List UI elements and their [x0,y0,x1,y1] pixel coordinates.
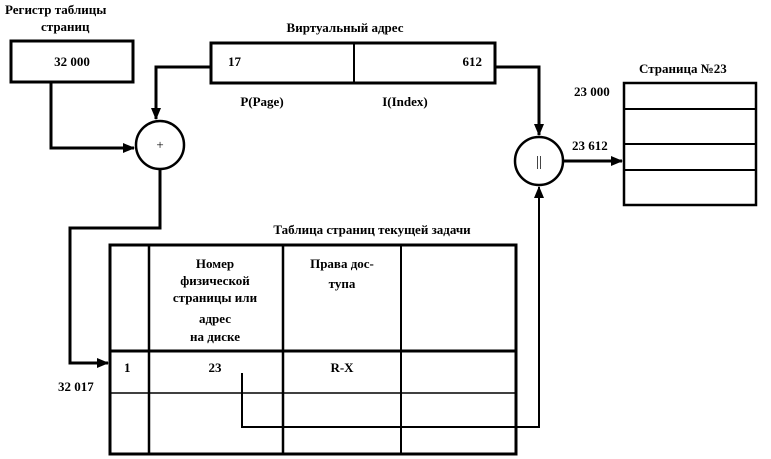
header-frame-line: Номер [196,256,234,271]
concatenation: || [513,135,565,187]
row-frame-number: 23 [209,360,223,375]
frame-to-concat-arrow [241,186,544,428]
page-target-address: 23 612 [572,138,608,153]
adder-to-table-arrow [68,169,162,368]
page-table-register: Регистр таблицы страниц 32 000 [5,2,135,84]
row-access-rights: R-X [330,360,354,375]
entry-address: 32 017 [58,379,94,394]
header-frame-line: адрес [199,311,231,326]
virtual-address-title: Виртуальный адрес [287,20,404,35]
register-title-line1: Регистр таблицы [5,2,106,17]
row-index: 1 [124,360,131,375]
page-table-title: Таблица страниц текущей задачи [273,222,471,237]
adder: + [134,119,186,171]
page-field-value: 17 [228,54,242,69]
register-to-adder-arrow [49,82,135,153]
header-access-line: тупа [329,276,356,291]
header-frame-line: физической [180,273,250,288]
virtual-address: Виртуальный адрес 17 612 P(Page) I(Index… [209,20,497,109]
physical-page: Страница №23 23 000 23 612 [572,61,758,207]
page-field-label: P(Page) [240,94,283,109]
register-box [9,39,135,84]
header-access-line: Права дос- [310,256,374,271]
page-title: Страница №23 [639,61,727,76]
page-start-address: 23 000 [574,84,610,99]
register-value: 32 000 [54,54,90,69]
page-to-adder-arrow [151,65,211,120]
concat-symbol: || [536,154,542,170]
index-field-label: I(Index) [382,94,428,109]
header-frame-line: на диске [190,329,240,344]
index-to-concat-arrow [495,65,544,136]
connectors [49,65,623,428]
index-field-value: 612 [463,54,483,69]
register-title-line2: страниц [41,19,90,34]
plus-symbol: + [156,137,163,152]
page-table: Таблица страниц текущей задачи Номер физ… [58,222,518,456]
header-frame-line: страницы или [173,290,258,305]
